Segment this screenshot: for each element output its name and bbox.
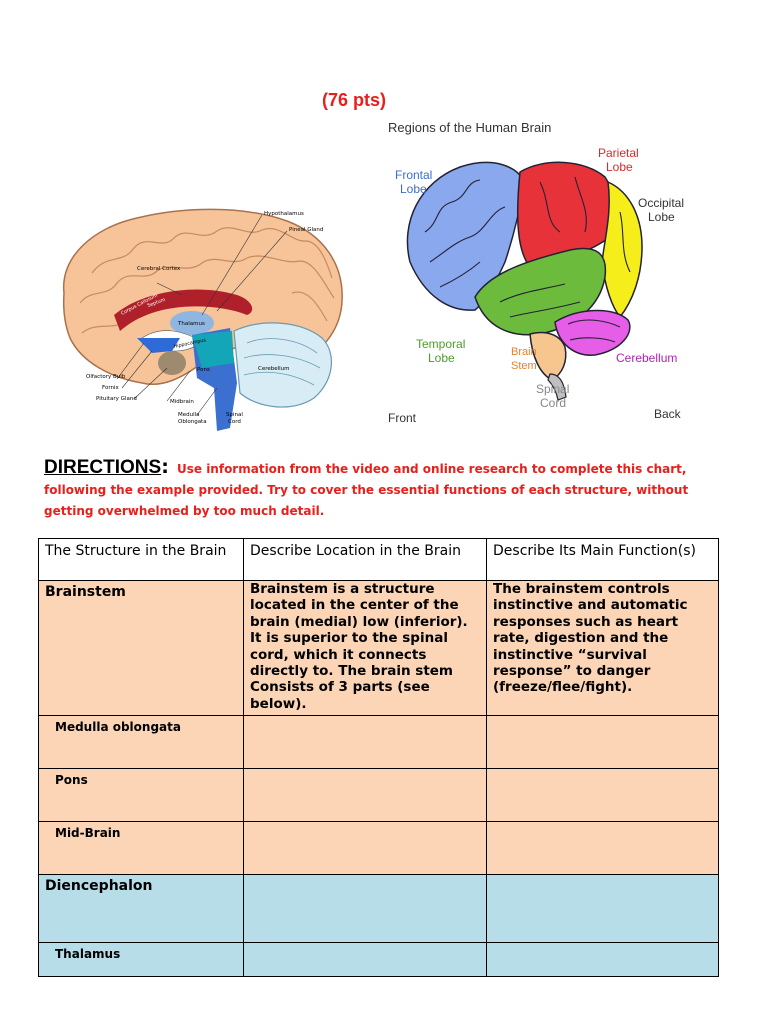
location-cell[interactable] xyxy=(243,821,487,876)
directions: DIRECTIONS: Use information from the vid… xyxy=(44,457,724,522)
label-frontal-1: Frontal xyxy=(395,168,432,182)
label-cerebral-cortex: Cerebral Cortex xyxy=(137,266,181,272)
structure-cell: Brainstem xyxy=(38,579,244,717)
label-occipital-1: Occipital xyxy=(638,196,684,210)
label-front: Front xyxy=(388,411,417,425)
brain-stem-shape xyxy=(529,331,567,381)
label-hypothalamus: Hypothalamus xyxy=(264,211,304,217)
temporal-lobe-shape xyxy=(474,247,607,336)
lateral-brain-diagram: Regions of the Human Brain Frontal Lobe … xyxy=(388,120,684,425)
label-temporal-2: Lobe xyxy=(428,351,455,365)
label-occipital-2: Lobe xyxy=(648,210,675,224)
label-brain-stem-1: Brain xyxy=(511,346,537,358)
structure-cell: Medulla oblongata xyxy=(38,715,244,770)
label-spinal-2: Cord xyxy=(228,419,241,425)
location-cell[interactable] xyxy=(243,874,487,944)
cerebellum-shape xyxy=(233,322,333,408)
directions-heading: DIRECTIONS xyxy=(44,457,162,478)
table-row-pons: Pons xyxy=(38,768,719,823)
label-parietal-1: Parietal xyxy=(598,146,639,160)
label-pituitary: Pituitary Gland xyxy=(96,396,137,402)
label-spinal-1: Spinal xyxy=(226,412,243,418)
location-cell[interactable]: Brainstem is a structure located in the … xyxy=(243,579,487,717)
table-row-medulla: Medulla oblongata xyxy=(38,715,719,770)
leader-lines xyxy=(116,214,288,416)
header-function: Describe Its Main Function(s) xyxy=(486,538,719,581)
corpus-callosum-shape xyxy=(114,289,253,331)
directions-colon: : xyxy=(161,456,169,478)
label-medulla-1: Medulla xyxy=(178,412,200,418)
lateral-gyri xyxy=(424,176,631,343)
label-back: Back xyxy=(654,407,682,421)
label-cerebellum: Cerebellum xyxy=(616,351,677,365)
structure-cell: Mid-Brain xyxy=(38,821,244,876)
label-cerebellum: Cerebellum xyxy=(258,366,290,372)
label-pineal: Pineal Gland xyxy=(289,227,323,233)
table-row-brainstem: Brainstem Brainstem is a structure locat… xyxy=(38,579,719,717)
label-parietal-2: Lobe xyxy=(606,160,633,174)
label-spinal-cord-1: Spinal xyxy=(536,382,569,396)
label-frontal-2: Lobe xyxy=(400,182,427,196)
table-row-diencephalon: Diencephalon xyxy=(38,874,719,944)
function-cell[interactable] xyxy=(486,874,719,944)
structure-cell: Diencephalon xyxy=(38,874,244,944)
label-olfactory: Olfactory Bulb xyxy=(86,374,126,380)
table-row-thalamus: Thalamus xyxy=(38,942,719,978)
cerebellum-lateral-shape xyxy=(554,309,631,356)
thalamus-shape xyxy=(170,311,214,335)
label-brain-stem-2: Stem xyxy=(511,360,537,372)
function-cell[interactable]: The brainstem controls instinctive and a… xyxy=(486,579,719,717)
spinal-cord-shape xyxy=(547,373,567,401)
label-thalamus: Thalamus xyxy=(177,321,205,327)
header-location: Describe Location in the Brain xyxy=(243,538,487,581)
label-temporal-1: Temporal xyxy=(416,337,465,351)
table-header-row: The Structure in the Brain Describe Loca… xyxy=(38,538,719,581)
pons-shape xyxy=(192,331,234,368)
structure-cell: Thalamus xyxy=(38,942,244,978)
lateral-diagram-title: Regions of the Human Brain xyxy=(388,120,551,135)
label-midbrain: Midbrain xyxy=(170,399,194,405)
header-structure: The Structure in the Brain xyxy=(38,538,244,581)
function-cell[interactable] xyxy=(486,942,719,978)
fornix-shape xyxy=(137,338,180,353)
location-cell[interactable] xyxy=(243,715,487,770)
structure-cell: Pons xyxy=(38,768,244,823)
directions-text: Use information from the video and onlin… xyxy=(44,462,689,518)
function-cell[interactable] xyxy=(486,768,719,823)
label-fornix: Fornix xyxy=(102,385,120,391)
table-row-midbrain: Mid-Brain xyxy=(38,821,719,876)
function-cell[interactable] xyxy=(486,821,719,876)
sagittal-brain-diagram: Hypothalamus Pineal Gland Cerebral Corte… xyxy=(62,208,343,431)
label-spinal-cord-2: Cord xyxy=(540,396,566,410)
midbrain-shape xyxy=(158,351,186,375)
points-label: (76 pts) xyxy=(322,90,387,110)
location-cell[interactable] xyxy=(243,768,487,823)
function-cell[interactable] xyxy=(486,715,719,770)
label-pons: Pons xyxy=(197,367,210,373)
label-medulla-2: Oblongata xyxy=(178,419,207,425)
brain-structure-chart: The Structure in the Brain Describe Loca… xyxy=(38,538,719,978)
location-cell[interactable] xyxy=(243,942,487,978)
